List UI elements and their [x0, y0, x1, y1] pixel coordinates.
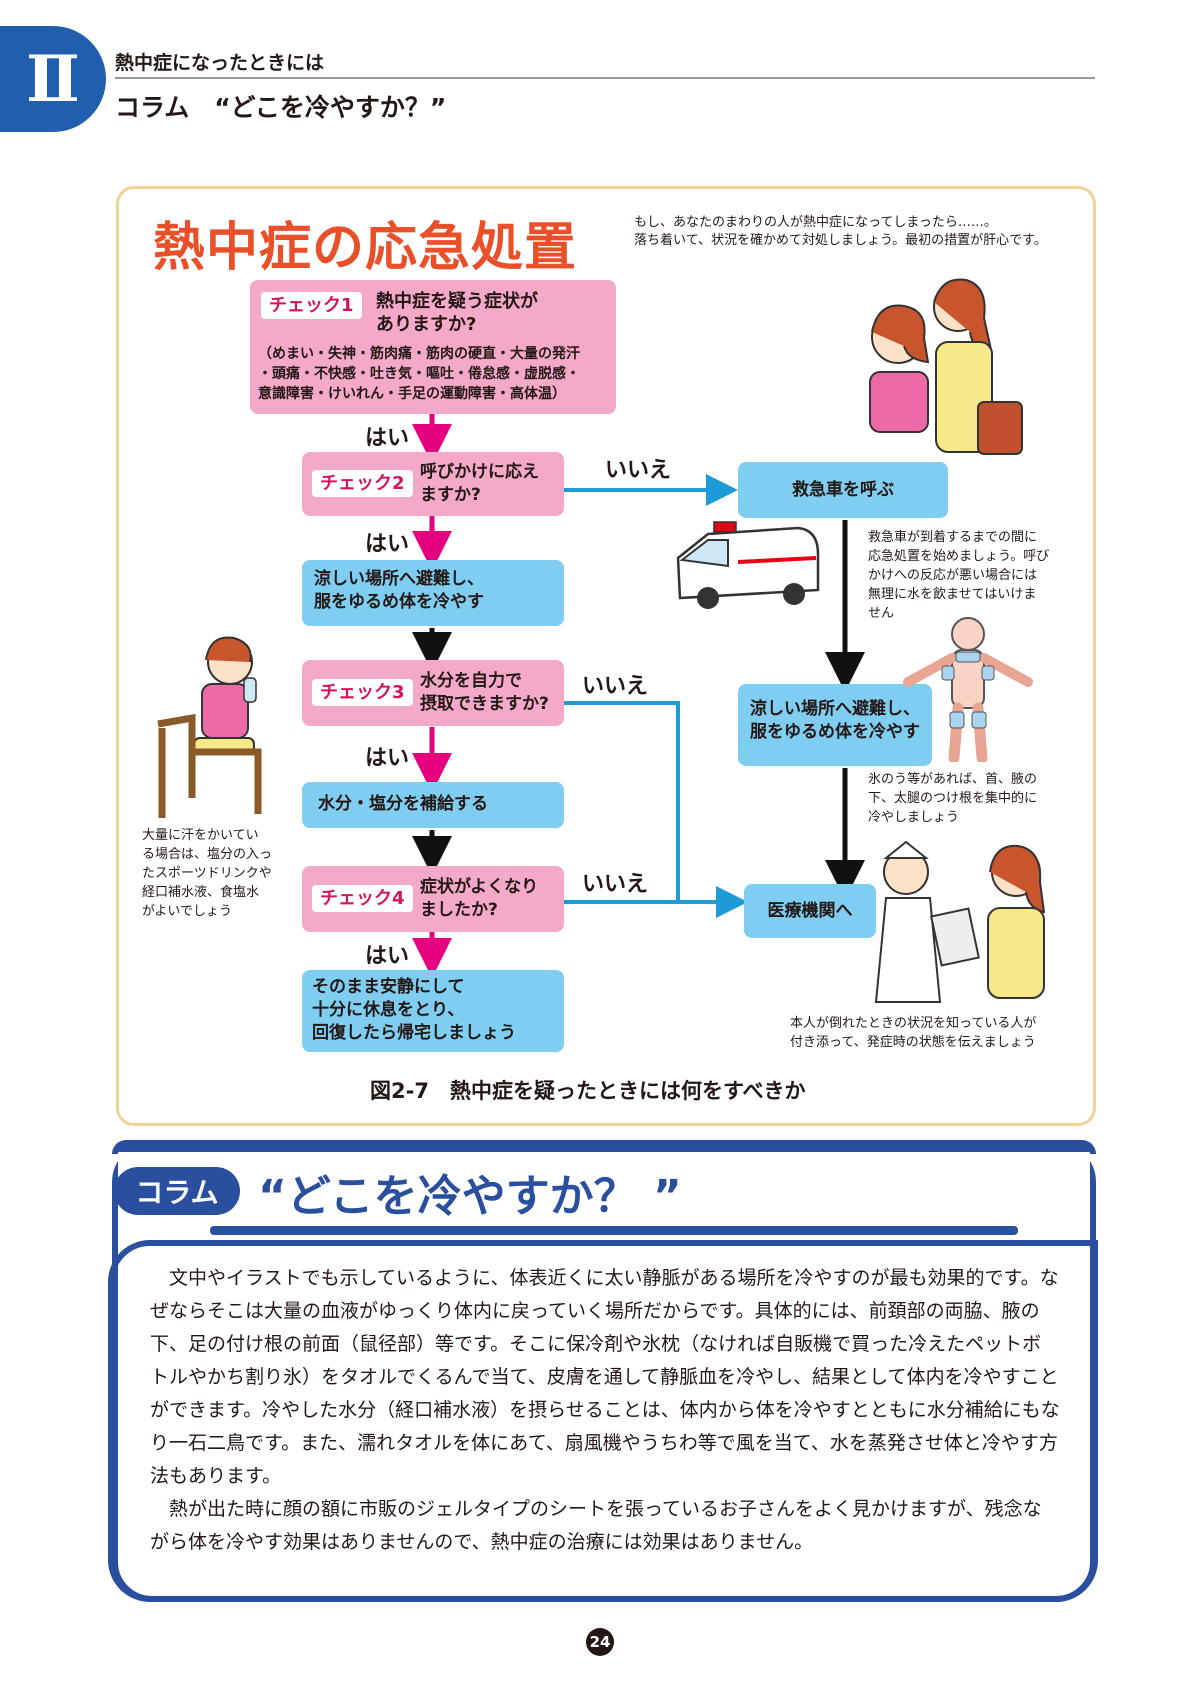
- column-title: “どこを冷やすか？ ”: [258, 1171, 682, 1222]
- yes-label-4: はい: [365, 944, 410, 969]
- check1-q-line2: ありますか?: [376, 314, 477, 335]
- check3-box: チェック3 水分を自力で 摂取できますか?: [302, 660, 564, 726]
- column-body-frame: [108, 1240, 1098, 1602]
- column-header-area: [118, 1152, 1090, 1234]
- hospital-note-line2: 付き添って、発症時の状態を伝えましょう: [790, 1035, 1036, 1050]
- call-ambulance-step: 救急車を呼ぶ: [738, 462, 948, 518]
- ice-note-line1: 氷のう等があれば、首、腋の: [868, 772, 1038, 787]
- final-line1: そのまま安静にして: [312, 977, 465, 997]
- figure-caption: 図2-7 熱中症を疑ったときには何をすべきか: [370, 1079, 806, 1103]
- ambulance-illustration: [676, 521, 820, 609]
- figure-frame: [116, 186, 1096, 1126]
- check1-badge: チェック1: [261, 292, 362, 319]
- hospital-note-line1: 本人が倒れたときの状況を知っている人が: [790, 1016, 1037, 1031]
- check1-symptoms: （めまい・失神・筋肉痛・筋肉の硬直・大量の発汗 ・頭痛・不快感・吐き気・嘔吐・倦…: [258, 344, 580, 404]
- check2-box: チェック2 呼びかけに応え ますか?: [302, 452, 564, 516]
- nurse-illustration: [874, 840, 1046, 1003]
- arrow-check3-hospital: [564, 701, 680, 902]
- final-line3: 回復したら帰宅しましょう: [312, 1023, 516, 1043]
- cool-line2: 服をゆるめ体を冷やす: [314, 592, 484, 612]
- no-label-1: いいえ: [605, 458, 672, 483]
- no-label-2: いいえ: [582, 674, 649, 699]
- column-paragraph-2: 熱が出た時に顔の額に市販のジェルタイプのシートを張っているお子さんをよく見かけま…: [150, 1498, 1042, 1553]
- check1-question: 熱中症を疑う症状が ありますか?: [376, 290, 538, 336]
- chapter-tab: Ⅱ: [0, 26, 106, 132]
- check3-badge: チェック3: [312, 679, 413, 706]
- sweat-note-line5: がよいでしょう: [142, 904, 232, 919]
- yes-label-2: はい: [365, 532, 410, 557]
- figure-title: 熱中症の応急処置: [153, 218, 578, 278]
- check1-q-line1: 熱中症を疑う症状が: [376, 291, 538, 312]
- black-arrows: [412, 520, 865, 900]
- check2-q-line2: ますか?: [420, 485, 481, 505]
- sweat-note-line2: る場合は、塩分の入っ: [142, 847, 273, 862]
- check3-q-line2: 摂取できますか?: [420, 694, 549, 714]
- check3-q-line1: 水分を自力で: [420, 671, 522, 691]
- check4-badge: チェック4: [312, 885, 413, 912]
- body-cooling-illustration: [903, 617, 1033, 762]
- right-cool-line1: 涼しい場所へ避難し、: [750, 699, 920, 719]
- column-body: 文中やイラストでも示しているように、体表近くに太い静脈がある場所を冷やすのが最も…: [150, 1262, 1060, 1559]
- check2-badge: チェック2: [312, 470, 413, 497]
- column-badge: コラム: [114, 1167, 240, 1215]
- check4-box: チェック4 症状がよくなり ましたか?: [302, 866, 564, 932]
- check4-question: 症状がよくなり ましたか?: [420, 876, 538, 922]
- check4-q-line1: 症状がよくなり: [420, 877, 539, 897]
- ambulance-note-line5: せん: [868, 606, 895, 621]
- yes-label-1: はい: [365, 426, 410, 451]
- intro-line-1: もし、あなたのまわりの人が熱中症になってしまったら……。: [634, 215, 997, 230]
- section-title: 熱中症になったときには: [115, 52, 325, 74]
- hospital-step: 医療機関へ: [744, 884, 876, 938]
- header-divider: [115, 77, 1095, 79]
- page-title: コラム “どこを冷やすか？”: [115, 93, 447, 122]
- check3-question: 水分を自力で 摂取できますか?: [420, 670, 549, 716]
- cool-line1: 涼しい場所へ避難し、: [314, 569, 484, 589]
- ambulance-note: 救急車が到着するまでの間に 応急処置を始めましょう。呼び かけへの反応が悪い場合…: [868, 528, 1049, 623]
- ice-note: 氷のう等があれば、首、腋の 下、太腿のつけ根を集中的に 冷やしましょう: [868, 770, 1037, 827]
- girl-drinking-illustration: [157, 636, 262, 818]
- sweat-note-line4: 経口補水液、食塩水: [142, 885, 260, 900]
- hydrate-label: 水分・塩分を補給する: [318, 794, 488, 814]
- figure-intro: もし、あなたのまわりの人が熱中症になってしまったら……。 落ち着いて、状況を確か…: [634, 214, 1074, 250]
- column-paragraph-1: 文中やイラストでも示しているように、体表近くに太い静脈がある場所を冷やすのが最も…: [150, 1267, 1060, 1487]
- final-line2: 十分に休息をとり、: [312, 1000, 465, 1020]
- hospital-note: 本人が倒れたときの状況を知っている人が 付き添って、発症時の状態を伝えましょう: [790, 1014, 1036, 1052]
- intro-line-2: 落ち着いて、状況を確かめて対処しましょう。最初の措置が肝心です。: [634, 233, 1047, 248]
- hydrate-step: 水分・塩分を補給する: [302, 782, 564, 828]
- symptom-line3: 意識障害・けいれん・手足の運動障害・高体温）: [258, 386, 566, 402]
- right-cool-down-step: 涼しい場所へ避難し、 服をゆるめ体を冷やす: [738, 684, 932, 766]
- ambulance-note-line3: かけへの反応が悪い場合には: [868, 568, 1038, 583]
- ice-note-line2: 下、太腿のつけ根を集中的に: [868, 791, 1038, 806]
- symptom-line2: ・頭痛・不快感・吐き気・嘔吐・倦怠感・虚脱感・: [258, 366, 580, 382]
- ambulance-note-line4: 無理に水を飲ませてはいけま: [868, 587, 1037, 602]
- yes-label-3: はい: [365, 746, 410, 771]
- check4-q-line2: ましたか?: [420, 900, 498, 920]
- column-title-underline: [210, 1226, 1018, 1235]
- sweat-note: 大量に汗をかいてい る場合は、塩分の入っ たスポーツドリンクや 経口補水液、食塩…: [142, 826, 272, 921]
- page-number: 24: [586, 1628, 614, 1656]
- check2-q-line1: 呼びかけに応え: [420, 462, 539, 482]
- sweat-note-line1: 大量に汗をかいてい: [142, 828, 259, 843]
- ice-note-line3: 冷やしましょう: [868, 810, 960, 825]
- sweat-note-line3: たスポーツドリンクや: [142, 866, 272, 881]
- check2-question: 呼びかけに応え ますか?: [420, 461, 539, 507]
- right-cool-line2: 服をゆるめ体を冷やす: [750, 722, 920, 742]
- ambulance-note-line2: 応急処置を始めましょう。呼び: [868, 549, 1050, 564]
- no-label-3: いいえ: [582, 872, 649, 897]
- caregiver-illustration: [869, 278, 1023, 455]
- ambulance-note-line1: 救急車が到着するまでの間に: [868, 530, 1038, 545]
- blue-arrows: [564, 474, 748, 918]
- cool-down-step: 涼しい場所へ避難し、 服をゆるめ体を冷やす: [302, 560, 564, 626]
- symptom-line1: （めまい・失神・筋肉痛・筋肉の硬直・大量の発汗: [258, 346, 580, 362]
- check1-box: チェック1 熱中症を疑う症状が ありますか? （めまい・失神・筋肉痛・筋肉の硬直…: [250, 280, 616, 414]
- final-rest-step: そのまま安静にして 十分に休息をとり、 回復したら帰宅しましょう: [302, 970, 564, 1052]
